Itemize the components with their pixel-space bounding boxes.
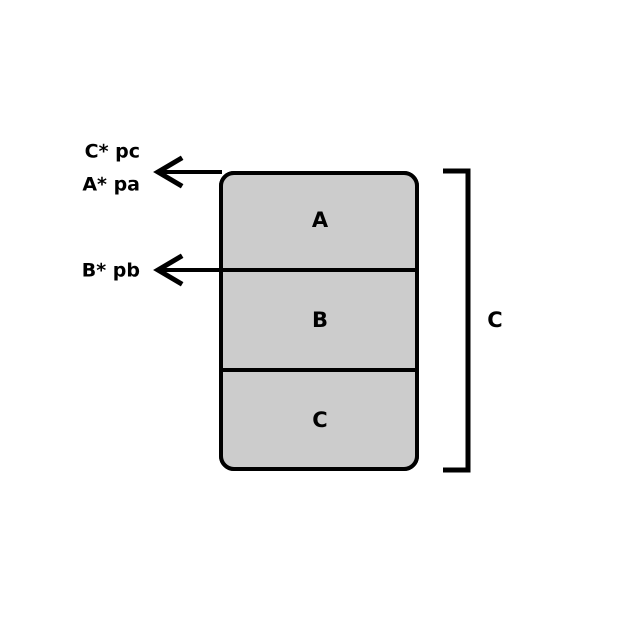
block-c-region[interactable] xyxy=(223,372,415,467)
block-c-label: C xyxy=(312,408,327,432)
arrow-top-head xyxy=(153,155,184,189)
right-bracket xyxy=(443,168,471,473)
arrow-middle-label: B* pb xyxy=(82,260,140,282)
stack-outer-outline xyxy=(219,171,419,471)
block-a-label: A xyxy=(312,208,329,232)
block-a-region[interactable] xyxy=(223,175,415,270)
arrow-top-label-line-1: C* pc xyxy=(85,141,140,163)
block-b-region[interactable] xyxy=(223,272,415,368)
right-bracket-label: C xyxy=(487,308,502,332)
arrow-top xyxy=(153,155,222,189)
arrow-middle xyxy=(153,253,222,287)
arrow-middle-head xyxy=(153,253,184,287)
block-b-label: B xyxy=(312,308,328,332)
arrow-top-label-line-2: A* pa xyxy=(82,174,140,196)
